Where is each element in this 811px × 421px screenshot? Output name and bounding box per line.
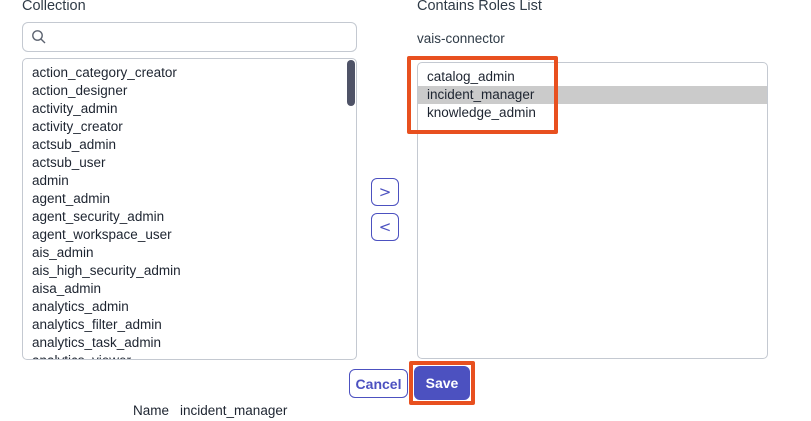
collection-search-input[interactable]: [47, 23, 356, 51]
list-item[interactable]: catalog_admin: [427, 69, 515, 84]
chevron-right-icon: >: [378, 182, 392, 201]
connector-name: vais-connector: [417, 31, 505, 46]
list-item[interactable]: actsub_admin: [32, 137, 117, 152]
list-item[interactable]: actsub_user: [32, 155, 106, 170]
list-item[interactable]: admin: [32, 173, 69, 188]
list-item[interactable]: aisa_admin: [32, 281, 102, 296]
list-item[interactable]: analytics_task_admin: [32, 335, 162, 350]
list-item[interactable]: incident_manager: [418, 86, 767, 104]
list-item[interactable]: knowledge_admin: [427, 105, 536, 120]
chevron-left-icon: <: [378, 217, 392, 236]
list-item[interactable]: analytics_filter_admin: [32, 317, 162, 332]
save-button[interactable]: Save: [414, 366, 470, 400]
list-item[interactable]: agent_security_admin: [32, 209, 165, 224]
name-row: Name incident_manager: [133, 403, 287, 418]
list-item[interactable]: action_designer: [32, 83, 128, 98]
list-item[interactable]: agent_admin: [32, 191, 111, 206]
list-item[interactable]: activity_creator: [32, 119, 123, 134]
list-item[interactable]: analytics_admin: [32, 299, 129, 314]
name-value: incident_manager: [180, 403, 288, 418]
search-icon: [32, 30, 46, 44]
list-item[interactable]: agent_workspace_user: [32, 227, 172, 242]
list-item[interactable]: analytics_viewer: [23, 352, 356, 359]
collection-list-scrollbar-thumb[interactable]: [347, 60, 355, 106]
list-item[interactable]: ais_high_security_admin: [32, 263, 181, 278]
list-item[interactable]: activity_admin: [32, 101, 118, 116]
name-label: Name: [133, 403, 170, 418]
cancel-button[interactable]: Cancel: [349, 369, 408, 398]
list-item[interactable]: ais_admin: [32, 245, 94, 260]
remove-role-button[interactable]: <: [371, 213, 399, 241]
collection-search: [22, 22, 357, 52]
list-item[interactable]: action_category_creator: [32, 65, 177, 80]
contains-roles-title: Contains Roles List: [417, 0, 542, 14]
add-role-button[interactable]: >: [371, 178, 399, 206]
collection-title: Collection: [22, 0, 86, 14]
